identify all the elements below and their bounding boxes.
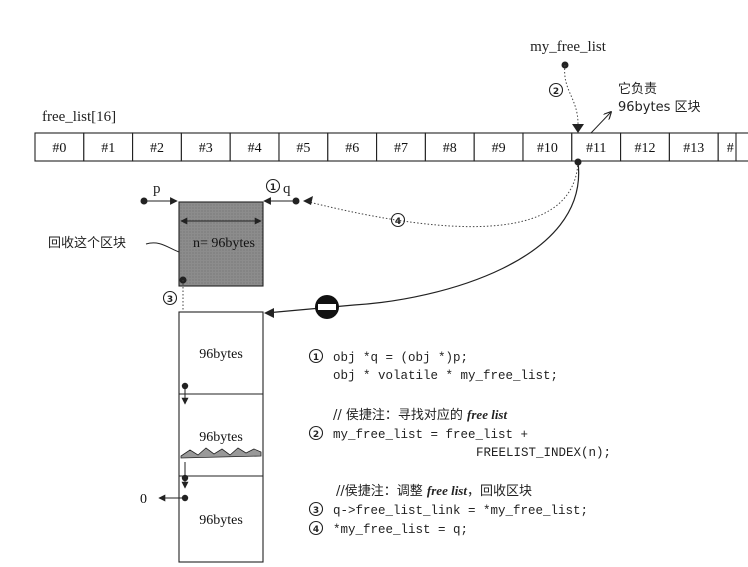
- array-cell-label-0: #0: [52, 141, 66, 156]
- remove-link-icon: [315, 295, 339, 319]
- array-cell-label-5: #5: [296, 141, 310, 156]
- svg-text:4: 4: [395, 217, 401, 227]
- svg-text:2: 2: [313, 430, 319, 440]
- svg-text:2: 2: [553, 87, 559, 97]
- code-marker-3: 3: [308, 501, 324, 517]
- responsible-label-line1: 它负责: [618, 81, 657, 97]
- responsible-label-line2: 96bytes 区块: [618, 100, 701, 115]
- svg-text:3: 3: [167, 295, 173, 305]
- array-cell-3: [180, 132, 231, 162]
- array-cell-7: [376, 132, 426, 162]
- code-line-3: my_free_list = free_list +: [333, 428, 528, 442]
- array-cell-9: [473, 132, 524, 162]
- marker-3-link: 3: [162, 290, 178, 306]
- array-cell-13: [668, 132, 719, 162]
- array-cell-label-12: #12: [635, 141, 656, 156]
- array-cell-label-4: #4: [248, 141, 262, 156]
- chunk-label-2: 96bytes: [199, 430, 243, 445]
- code-marker-4: 4: [308, 520, 324, 536]
- code-comment-3: //侯捷注：调整 free list，回收区块: [336, 483, 532, 499]
- code-marker-2: 2: [308, 425, 324, 441]
- free-list-array-label: free_list[16]: [42, 109, 116, 125]
- array-cell-11: [571, 132, 622, 162]
- array-cell-label-1: #1: [101, 141, 115, 156]
- array-cell-label-2: #2: [150, 141, 164, 156]
- reclaimed-block: [178, 201, 264, 287]
- svg-text:3: 3: [313, 506, 319, 516]
- array-cell-label-3: #3: [199, 141, 213, 156]
- my-free-list-arrowhead: [572, 124, 584, 133]
- responsible-arrow: [590, 112, 611, 134]
- marker-2-top: 2: [548, 82, 564, 98]
- free-list-array: #0 #1 #2 #3 #4 #5 #6 #7 #8 #9 #10 #11 #12 #13 #: [34, 132, 748, 162]
- array-cell-label-9: #9: [492, 141, 506, 156]
- code-line-4: FREELIST_INDEX(n);: [476, 446, 611, 460]
- code-annotation: 1 obj *q = (obj *)p; obj * volatile * my…: [308, 348, 611, 537]
- old-link-curve: [265, 161, 580, 314]
- my-free-list-dotted-arrow: [564, 64, 579, 125]
- code-line-1: obj *q = (obj *)p;: [333, 351, 468, 365]
- marker-1-q: 1: [265, 178, 281, 194]
- q-label: q: [283, 181, 291, 197]
- my-free-list-label: my_free_list: [530, 39, 607, 55]
- code-marker-1: 1: [308, 348, 324, 364]
- code-line-6: *my_free_list = q;: [333, 523, 468, 537]
- array-cell-10: [522, 132, 573, 162]
- array-cell-2: [132, 132, 182, 162]
- chunk-label-1: 96bytes: [199, 347, 243, 362]
- code-line-2: obj * volatile * my_free_list;: [333, 369, 558, 383]
- array-cell-label-14: #: [727, 141, 734, 156]
- array-cell-14: [717, 132, 737, 162]
- torn-edge: [180, 447, 262, 459]
- array-cell-4: [229, 132, 280, 162]
- step4-dotted-arrow: [304, 161, 579, 228]
- array-cell-12: [620, 132, 670, 162]
- null-label: 0: [140, 492, 147, 507]
- array-cell-label-6: #6: [345, 141, 359, 156]
- old-link-arrowhead: [264, 308, 274, 318]
- array-cell-label-11: #11: [586, 141, 606, 156]
- array-cell-5: [278, 132, 329, 162]
- code-line-5: q->free_list_link = *my_free_list;: [333, 504, 588, 518]
- chunk-stack: [178, 311, 264, 563]
- reclaim-label: 回收这个区块: [48, 235, 126, 251]
- array-cell-label-8: #8: [443, 141, 457, 156]
- array-cell-8: [424, 132, 475, 162]
- chunk-label-3: 96bytes: [199, 513, 243, 528]
- array-cell-label-13: #13: [683, 141, 704, 156]
- svg-text:1: 1: [270, 183, 276, 193]
- code-comment-2: // 侯捷注：寻找对应的 free list: [333, 407, 507, 423]
- svg-text:4: 4: [313, 525, 319, 535]
- marker-4-path: 4: [390, 212, 406, 228]
- step4-arrowhead: [303, 196, 313, 205]
- free-list-chunks: 96bytes 96bytes 96bytes 0: [140, 311, 264, 563]
- svg-text:1: 1: [313, 353, 319, 363]
- array-cell-label-10: #10: [537, 141, 558, 156]
- block-size-label: n= 96bytes: [193, 236, 255, 251]
- array-cell-0: [34, 132, 85, 162]
- p-label: p: [153, 181, 161, 197]
- array-cell-1: [83, 132, 134, 162]
- reclaim-pointer-line: [145, 242, 180, 253]
- array-cell-label-7: #7: [394, 141, 408, 156]
